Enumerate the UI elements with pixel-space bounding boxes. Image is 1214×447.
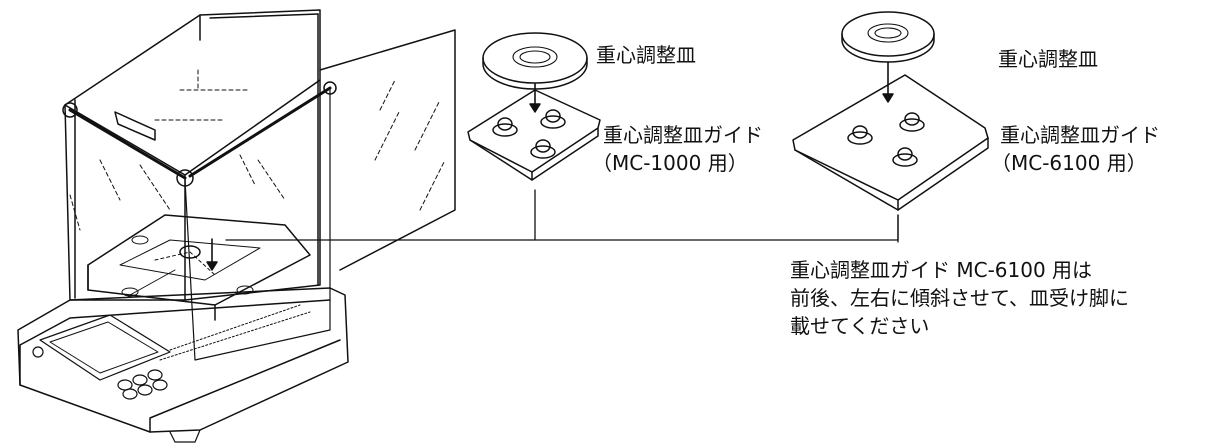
front-glass [184,89,331,361]
right-guide-model: （MC-6100 用） [991,151,1147,175]
balance-foot [169,429,201,443]
side-door [319,29,456,271]
note-line-1: 重心調整皿ガイド MC-6100 用は [790,258,1093,282]
left-pan-assembly [467,32,601,181]
left-guide-model: （MC-1000 用） [592,151,748,175]
left-pan [482,32,588,84]
right-pan-assembly [792,11,989,211]
power-key [32,346,44,358]
note-line-3: 載せてください [790,314,930,338]
note-line-2: 前後、左右に傾斜させて、皿受け脚に [790,286,1129,310]
left-guide-feet [492,109,566,159]
right-guide-label: 重心調整皿ガイド [1000,123,1160,147]
right-guide-feet [847,112,925,167]
pan-support [179,245,201,259]
left-pan-label: 重心調整皿 [596,43,696,67]
balance-illustration [17,9,456,443]
balance-base [17,287,349,433]
left-guide-label: 重心調整皿ガイド [603,123,763,147]
leader-lines [225,189,899,243]
draft-shield-frame [64,9,321,301]
keypad [117,369,168,400]
right-pan-label: 重心調整皿 [998,47,1098,71]
right-pan [841,11,935,57]
left-guide-plate [467,89,601,173]
display-panel [39,314,171,381]
